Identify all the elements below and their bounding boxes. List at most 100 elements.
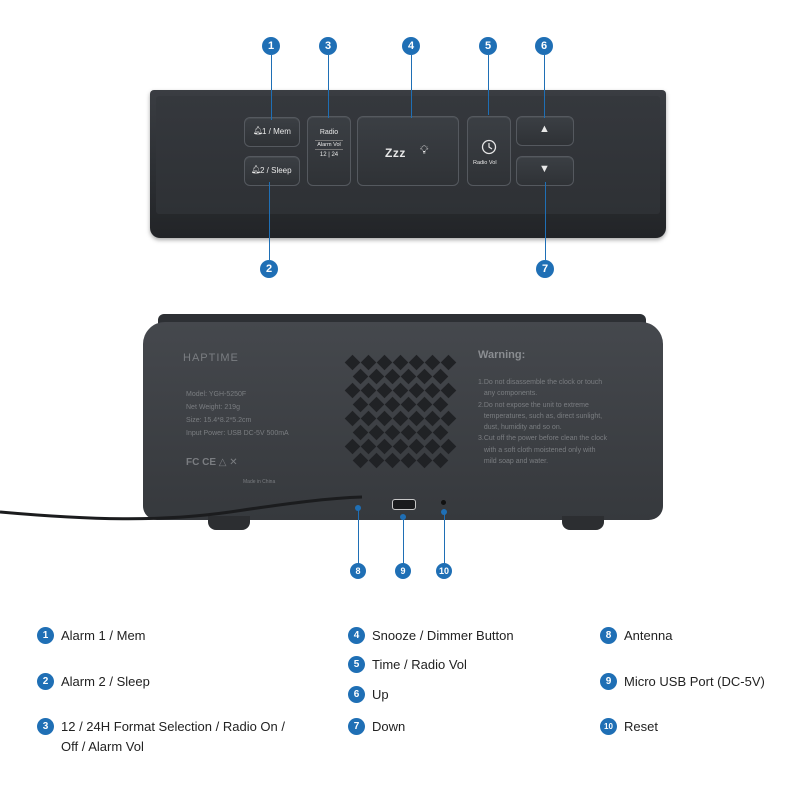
lightbulb-icon: 💡︎ (420, 143, 429, 157)
callout-5-leader (488, 55, 489, 115)
speaker-hole (352, 396, 369, 413)
speaker-hole (344, 354, 361, 371)
speaker-hole (392, 382, 409, 399)
clock-icon (481, 139, 497, 155)
speaker-hole (416, 452, 433, 469)
radiovol-label: Radio Vol (473, 160, 497, 166)
down-button[interactable]: ▼ (516, 156, 574, 186)
legend-text: Alarm 1 / Mem (61, 628, 146, 643)
speaker-hole (424, 354, 441, 371)
legend-item-3: 3 12 / 24H Format Selection / Radio On / (37, 718, 285, 738)
speaker-hole (360, 410, 377, 427)
legend-badge: 3 (37, 718, 54, 735)
micro-usb-port[interactable] (392, 499, 416, 510)
callout-7: 7 (536, 260, 554, 278)
speaker-hole (424, 438, 441, 455)
callout-6: 6 (535, 37, 553, 55)
legend-item-4: 4 Snooze / Dimmer Button (348, 627, 514, 647)
legend-text: Time / Radio Vol (372, 657, 467, 672)
legend-item-8: 8 Antenna (600, 627, 672, 647)
left-foot (208, 516, 250, 530)
speaker-hole (440, 382, 457, 399)
legend-badge: 10 (600, 718, 617, 735)
warning-title: Warning: (478, 349, 526, 361)
legend-text: Up (372, 687, 389, 702)
spec-line-2: Net Weight: 219g (186, 404, 240, 411)
callout-3-leader (328, 55, 329, 118)
callout-9: 9 (395, 563, 411, 579)
speaker-hole (344, 438, 361, 455)
speaker-grille (344, 354, 459, 475)
legend-badge: 6 (348, 686, 365, 703)
spec-line-4: Input Power: USB DC-5V 500mA (186, 430, 289, 437)
legend-badge: 5 (348, 656, 365, 673)
legend-item-1: 1 Alarm 1 / Mem (37, 627, 146, 647)
speaker-hole (376, 354, 393, 371)
radio-label: Radio (319, 129, 339, 136)
speaker-hole (344, 410, 361, 427)
speaker-hole (360, 382, 377, 399)
speaker-hole (400, 452, 417, 469)
speaker-hole (376, 382, 393, 399)
speaker-hole (408, 354, 425, 371)
alarm2-label: 2 / Sleep (260, 166, 292, 175)
speaker-hole (344, 382, 361, 399)
up-arrow-icon: ▲ (539, 123, 550, 135)
speaker-hole (408, 382, 425, 399)
callout-10-leader (444, 512, 445, 564)
radio-alarmvol-1224-button[interactable]: Radio Alarm Vol 12 | 24 (307, 116, 351, 186)
callout-1: 1 (262, 37, 280, 55)
speaker-hole (408, 438, 425, 455)
right-foot (562, 516, 604, 530)
speaker-hole (352, 368, 369, 385)
speaker-hole (440, 410, 457, 427)
brand-logo: HAPTIME (183, 352, 239, 364)
speaker-hole (432, 396, 449, 413)
up-button[interactable]: ▲ (516, 116, 574, 146)
legend-item-2: 2 Alarm 2 / Sleep (37, 673, 150, 693)
legend-text: Micro USB Port (DC-5V) (624, 674, 765, 689)
legend-badge: 4 (348, 627, 365, 644)
speaker-hole (400, 368, 417, 385)
legend-item-7: 7 Down (348, 718, 405, 738)
alarm2-sleep-button[interactable]: 🔔︎ 2 / Sleep (244, 156, 300, 186)
made-in-label: Made in China (243, 479, 276, 485)
speaker-hole (392, 354, 409, 371)
legend-text: 12 / 24H Format Selection / Radio On / (61, 719, 285, 734)
alarm1-mem-button[interactable]: 🔔︎ 1 / Mem (244, 117, 300, 147)
speaker-hole (416, 368, 433, 385)
alarm1-label: 1 / Mem (262, 127, 291, 136)
callout-5: 5 (479, 37, 497, 55)
speaker-hole (368, 396, 385, 413)
speaker-hole (432, 452, 449, 469)
speaker-hole (376, 410, 393, 427)
callout-10: 10 (436, 563, 452, 579)
speaker-hole (368, 424, 385, 441)
callout-4: 4 (402, 37, 420, 55)
legend-item-5: 5 Time / Radio Vol (348, 656, 467, 676)
alarm-bell-icon: 🔔︎ (251, 165, 262, 174)
callout-6-leader (544, 55, 545, 118)
legend-badge: 1 (37, 627, 54, 644)
format-1224-label: 12 | 24 (319, 152, 339, 158)
speaker-hole (424, 410, 441, 427)
reset-hole[interactable] (441, 500, 446, 505)
legend-text-continued: Off / Alarm Vol (61, 739, 144, 754)
alarm-bell-icon: 🔔︎ (253, 126, 264, 135)
time-radiovol-button[interactable]: Radio Vol (467, 116, 511, 186)
speaker-hole (400, 396, 417, 413)
callout-9-leader (403, 517, 404, 564)
speaker-hole (392, 438, 409, 455)
legend-item-10: 10 Reset (600, 718, 658, 738)
speaker-hole (368, 452, 385, 469)
snooze-dimmer-button[interactable]: Zzz 💡︎ (357, 116, 459, 186)
down-arrow-icon: ▼ (539, 163, 550, 175)
snooze-label: Zzz (385, 146, 406, 160)
speaker-hole (376, 438, 393, 455)
speaker-hole (416, 396, 433, 413)
speaker-hole (432, 424, 449, 441)
speaker-hole (384, 424, 401, 441)
legend-text: Antenna (624, 628, 673, 643)
spec-line-1: Model: YGH-5250F (186, 391, 247, 398)
legend-text: Snooze / Dimmer Button (372, 628, 514, 643)
